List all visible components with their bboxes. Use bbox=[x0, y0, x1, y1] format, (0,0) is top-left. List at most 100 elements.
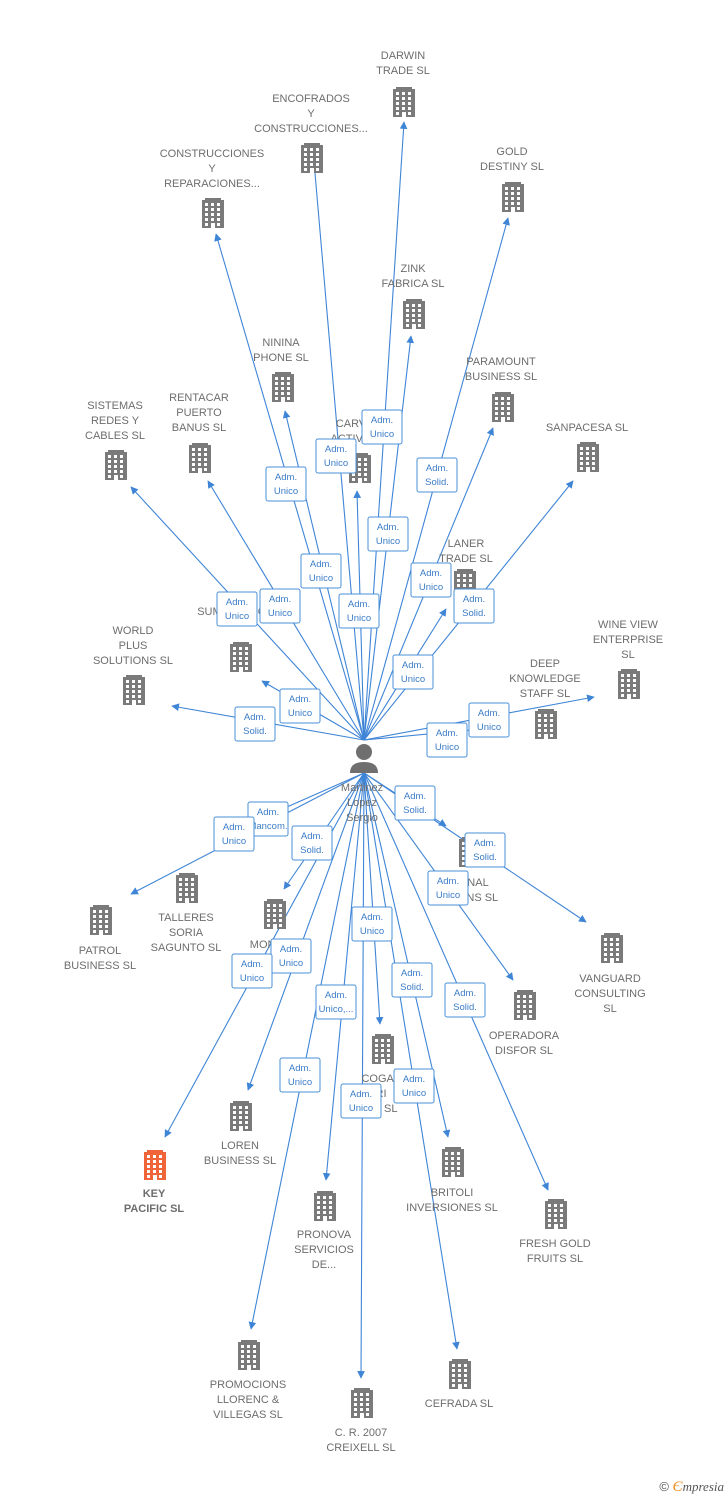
role-badge[interactable]: Adm.Unico bbox=[351, 906, 393, 942]
role-badge[interactable]: Adm.Unico bbox=[265, 466, 307, 502]
role-badge[interactable]: Adm.Solid. bbox=[464, 832, 506, 868]
company-name-line: COGAZ bbox=[361, 1073, 400, 1085]
edge-pronova bbox=[322, 772, 365, 1181]
role-badge[interactable]: Adm.Unico bbox=[279, 1057, 321, 1093]
company-name-line: DEEP bbox=[530, 658, 560, 670]
role-text-line: Adm. bbox=[325, 444, 347, 455]
role-badge[interactable]: Adm.Unico,... bbox=[315, 984, 357, 1020]
role-badge[interactable]: Adm. Solid. bbox=[416, 457, 458, 493]
role-badge[interactable]: Adm.Unico bbox=[392, 654, 434, 690]
role-badge[interactable]: Adm.Unico bbox=[315, 438, 357, 474]
company-name-line: TRADE SL bbox=[439, 553, 493, 565]
company-node-cogaz[interactable]: COGAZRING SL bbox=[361, 1034, 401, 1115]
role-text-line: Adm. bbox=[420, 568, 442, 579]
company-name-line: PACIFIC SL bbox=[124, 1203, 185, 1215]
company-name-line: VANGUARD bbox=[579, 973, 641, 985]
company-name-line: SANPACESA SL bbox=[546, 422, 628, 434]
role-text-line: Adm. bbox=[280, 944, 302, 955]
role-text-line: Unico bbox=[274, 486, 298, 497]
role-badge[interactable]: Adm.Solid. bbox=[291, 825, 333, 861]
role-text-line: Solid. bbox=[400, 982, 424, 993]
role-text-line: Mancom. bbox=[248, 821, 287, 832]
role-text-line: Adm. bbox=[289, 1063, 311, 1074]
role-badge[interactable]: Adm.Solid. bbox=[453, 588, 495, 624]
company-node-cefrada[interactable]: CEFRADA SL bbox=[425, 1359, 493, 1410]
company-name-line: ENCOFRADOS bbox=[272, 93, 350, 105]
company-name-line: CONSTRUCCIONES bbox=[160, 148, 265, 160]
company-name-line: BUSINESS SL bbox=[204, 1155, 276, 1167]
company-name-line: PLUS bbox=[119, 640, 148, 652]
company-node-pronova[interactable]: PRONOVASERVICIOSDE... bbox=[294, 1191, 354, 1271]
role-badge[interactable]: Adm.Unico bbox=[340, 1083, 382, 1119]
role-text-line: Unico bbox=[279, 958, 303, 969]
role-badge[interactable]: Adm.Unico bbox=[426, 722, 468, 758]
company-node-encofrados[interactable]: ENCOFRADOSYCONSTRUCCIONES... bbox=[254, 93, 368, 173]
edge-freshgold bbox=[363, 772, 549, 1191]
role-text-line: Adm. bbox=[426, 463, 448, 474]
company-name-line: SAGUNTO SL bbox=[151, 942, 222, 954]
role-badge[interactable]: Adm.Unico bbox=[367, 516, 409, 552]
role-badge[interactable]: Adm.Unico bbox=[468, 702, 510, 738]
company-name-line: BRITOLI bbox=[431, 1187, 474, 1199]
role-badge[interactable]: Adm.Solid. bbox=[391, 962, 433, 998]
role-badge[interactable]: Adm. Unico bbox=[270, 938, 312, 974]
building-icon bbox=[492, 392, 514, 422]
company-name-line: SL bbox=[621, 649, 634, 661]
role-badge[interactable]: Adm.Unico bbox=[300, 553, 342, 589]
role-badge[interactable]: Adm.Unico bbox=[231, 953, 273, 989]
role-text-line: Adm. bbox=[463, 594, 485, 605]
role-badge[interactable]: Adm.Solid. bbox=[234, 706, 276, 742]
role-badge[interactable]: Adm.Unico bbox=[338, 593, 380, 629]
role-text-line: Adm. bbox=[377, 522, 399, 533]
company-name-line: STAFF SL bbox=[520, 688, 571, 700]
role-badge[interactable]: Adm.Unico bbox=[216, 591, 258, 627]
building-icon bbox=[264, 899, 286, 929]
building-icon bbox=[189, 443, 211, 473]
role-text-line: Adm. bbox=[310, 559, 332, 570]
role-text-line: Solid. bbox=[473, 852, 497, 863]
role-badge[interactable]: Adm.Unico bbox=[259, 588, 301, 624]
company-name-line: ENTERPRISE bbox=[593, 634, 663, 646]
role-badge[interactable]: Adm.Unico bbox=[427, 870, 469, 906]
company-name-line: FABRICA SL bbox=[382, 278, 445, 290]
role-text-line: Unico bbox=[225, 611, 249, 622]
role-text-line: Unico bbox=[435, 742, 459, 753]
role-badge[interactable]: Adm.Unico bbox=[393, 1068, 435, 1104]
company-name-line: OPERADORA bbox=[489, 1030, 560, 1042]
role-text-line: Adm. bbox=[371, 415, 393, 426]
role-badge[interactable]: Adm.Unico bbox=[213, 816, 255, 852]
company-name-line: BANUS SL bbox=[172, 422, 226, 434]
role-text-line: Unico bbox=[477, 722, 501, 733]
building-icon bbox=[502, 182, 524, 212]
company-node-construcciones[interactable]: CONSTRUCCIONESYREPARACIONES... bbox=[160, 148, 265, 228]
company-node-sanpacesa[interactable]: SANPACESA SL bbox=[546, 422, 628, 472]
role-badge[interactable]: Adm.Solid. bbox=[444, 982, 486, 1018]
role-badge[interactable]: Adm.Unico bbox=[410, 562, 452, 598]
role-badge[interactable]: Adm.Solid. bbox=[394, 785, 436, 821]
role-badge[interactable]: Adm.Unico bbox=[279, 688, 321, 724]
role-badge[interactable]: Adm.Unico bbox=[361, 409, 403, 445]
role-badge[interactable]: Adm.Mancom. bbox=[247, 801, 289, 837]
center-person[interactable]: Martinez Lopez Sergio bbox=[341, 744, 383, 824]
role-text-line: Solid. bbox=[425, 477, 449, 488]
